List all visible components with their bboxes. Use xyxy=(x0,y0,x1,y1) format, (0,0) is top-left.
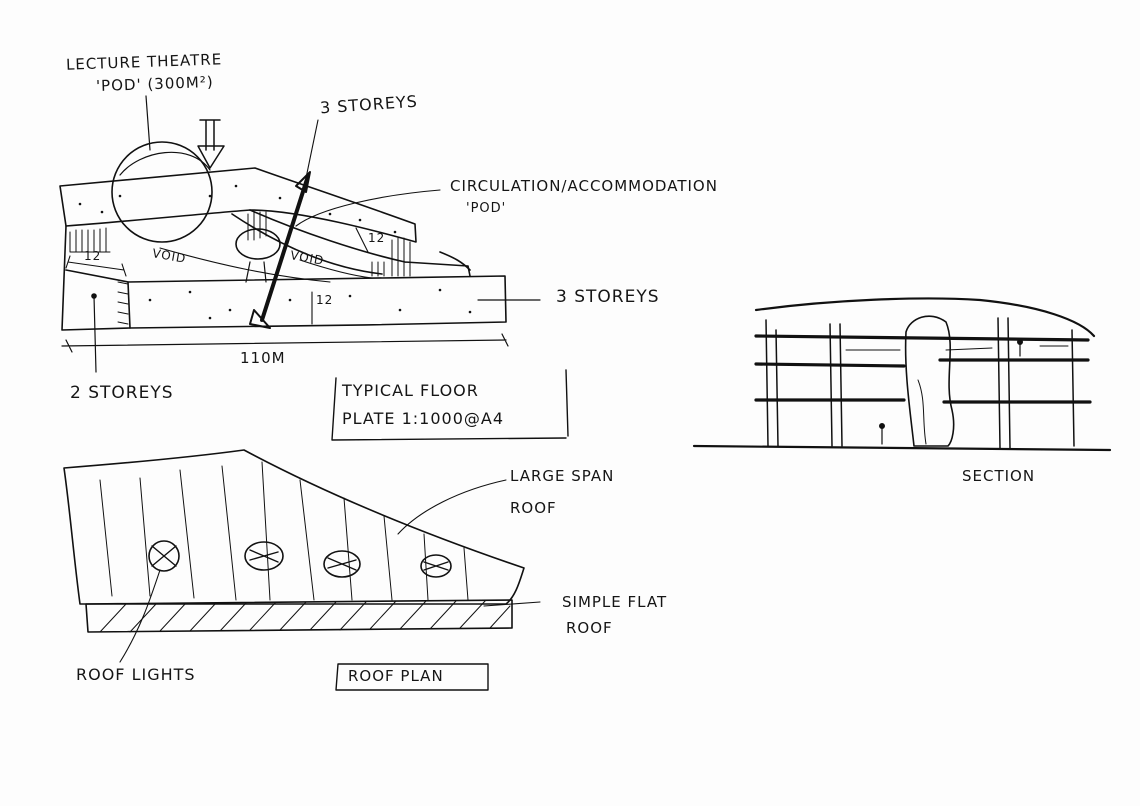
floor-slab-3 xyxy=(754,398,1092,404)
stair-hatch-vert xyxy=(117,281,129,325)
lower-block-outline xyxy=(127,275,507,329)
floor-slab-1 xyxy=(754,334,1090,342)
roof-lights xyxy=(148,540,452,578)
left-block-outline xyxy=(61,225,131,331)
simple-flat-roof-label-line2: ROOF xyxy=(566,619,613,637)
roof-ribs xyxy=(99,461,469,601)
floor-slab-2 xyxy=(754,358,1090,368)
circulation-pod xyxy=(235,228,281,260)
stair-hatch-mid xyxy=(247,211,267,241)
dimension-110m-label: 110M xyxy=(240,349,286,367)
dimension-12-mid-label: 12 xyxy=(316,293,334,307)
upper-wing-outline xyxy=(59,167,417,243)
roof-light-1 xyxy=(148,540,180,572)
dimension-12-right-label: 12 xyxy=(368,231,386,245)
floor-plate-plan xyxy=(59,95,569,441)
simple-flat-roof-label-line1: SIMPLE FLAT xyxy=(562,593,668,611)
roof-curve xyxy=(754,297,1096,338)
concrete-dots xyxy=(78,184,472,320)
roof-plan-label: ROOF PLAN xyxy=(348,667,444,685)
flat-roof-strip xyxy=(85,599,513,633)
section-columns xyxy=(765,317,1075,449)
lecture-theatre-pod xyxy=(111,141,213,243)
entrance-arrow xyxy=(197,119,225,169)
roof-plan-label-box xyxy=(335,663,489,691)
atrium-pod xyxy=(904,315,955,447)
typical-floor-label-line1: TYPICAL FLOOR xyxy=(342,381,479,400)
roof-light-4 xyxy=(420,554,452,578)
section-label: SECTION xyxy=(962,467,1036,485)
section-cut-line xyxy=(260,174,310,322)
three-storeys-right-label: 3 STOREYS xyxy=(556,287,660,307)
roof-plan xyxy=(63,449,541,691)
two-storeys-label: 2 STOREYS xyxy=(70,383,174,403)
stair-hatch-right xyxy=(371,237,411,277)
floor-plate-label-box xyxy=(331,369,569,441)
stair-hatch-left xyxy=(69,227,111,253)
large-span-roof-label-line2: ROOF xyxy=(510,499,557,517)
typical-floor-label-line2: PLATE 1:1000@A4 xyxy=(342,409,505,428)
dimension-110m xyxy=(61,333,509,353)
large-span-roof-outline xyxy=(63,449,525,605)
roof-light-3 xyxy=(323,550,361,578)
roof-lights-label: ROOF LIGHTS xyxy=(76,665,196,684)
large-span-roof-label-line1: LARGE SPAN xyxy=(510,467,615,485)
circulation-label: CIRCULATION/ACCOMMODATION xyxy=(450,177,718,195)
roof-light-2 xyxy=(244,541,284,571)
ground-line xyxy=(692,444,1112,452)
angled-wing-outline xyxy=(231,209,471,277)
dimension-12-left-label: 12 xyxy=(84,249,102,263)
circulation-pod-label: 'POD' xyxy=(466,201,507,216)
building-section xyxy=(692,297,1112,452)
